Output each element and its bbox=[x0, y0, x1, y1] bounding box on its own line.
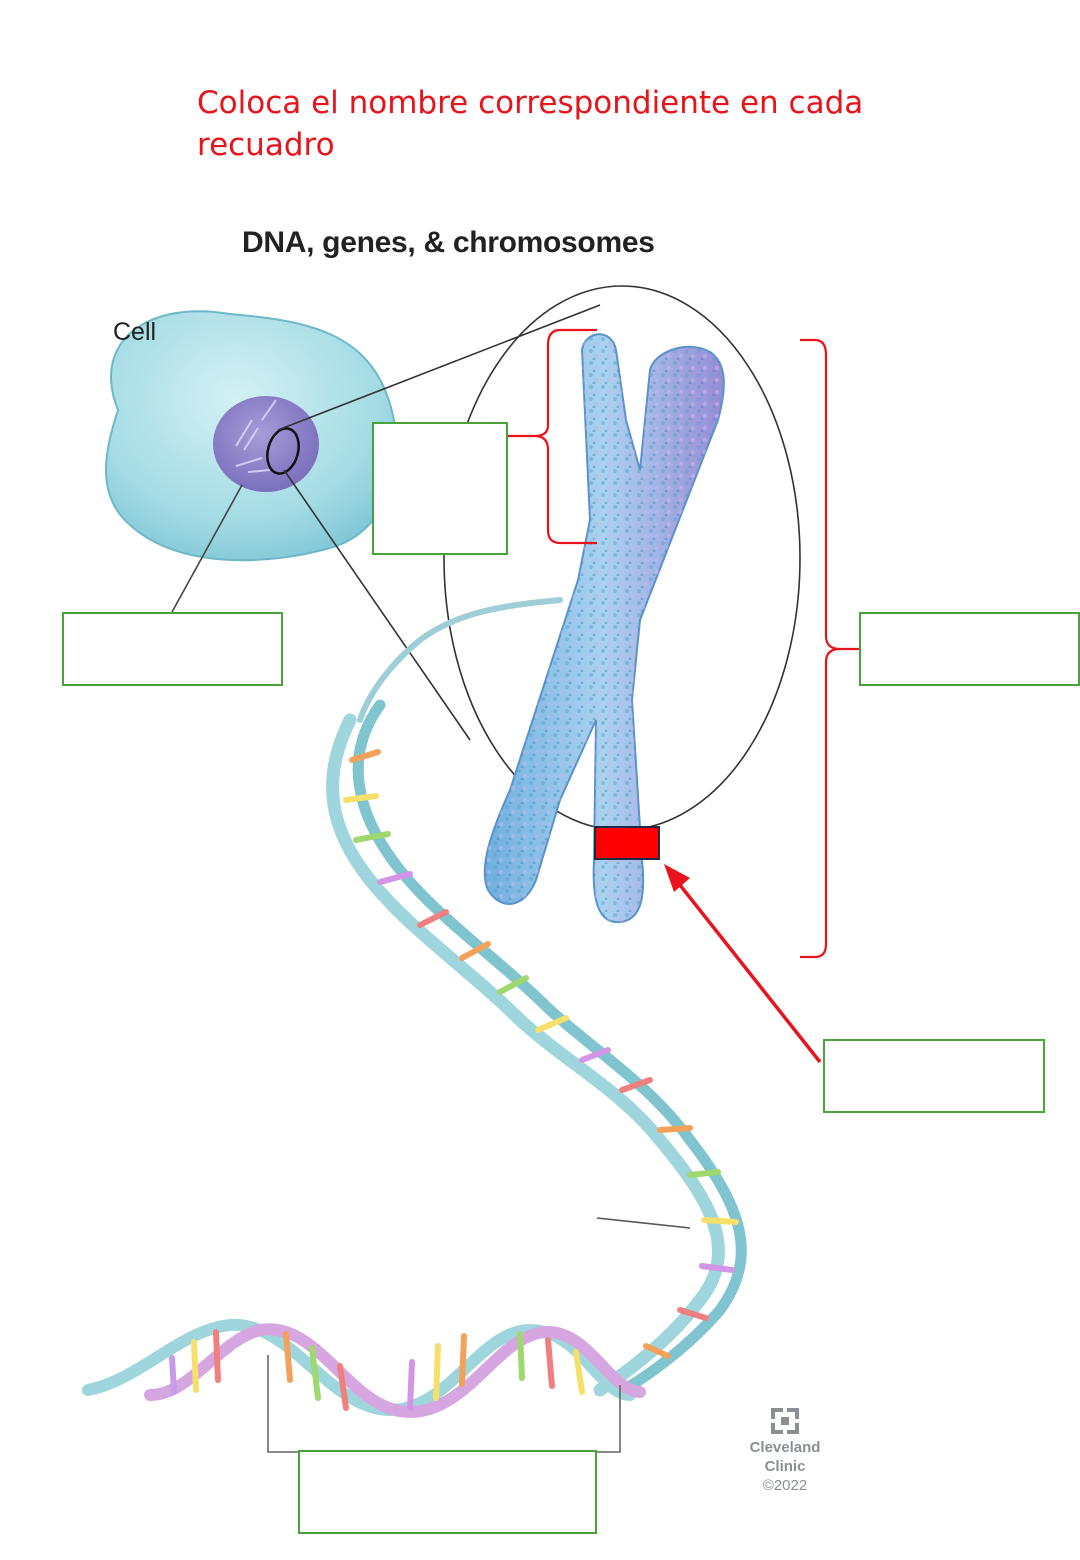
cell-illustration bbox=[105, 310, 398, 562]
credit-org-line-1: Cleveland bbox=[749, 1439, 821, 1456]
instruction-text: Coloca el nombre correspondiente en cada… bbox=[197, 82, 897, 166]
chromosome-bracket bbox=[800, 338, 860, 959]
dna-double-helix bbox=[82, 597, 747, 1419]
credit-year: ©2022 bbox=[762, 1477, 808, 1494]
cell-label: Cell bbox=[113, 318, 157, 346]
centromere-arrow bbox=[664, 864, 822, 1064]
centromere-answer-box[interactable] bbox=[823, 1039, 1045, 1113]
diagram-title: DNA, genes, & chromosomes bbox=[242, 226, 655, 259]
centromere-marker bbox=[594, 826, 660, 860]
helix-pointer-line bbox=[596, 1217, 691, 1229]
credit-block: Cleveland Clinic ©2022 bbox=[735, 1408, 835, 1495]
nucleus-answer-box[interactable] bbox=[62, 612, 283, 686]
gene-answer-box[interactable] bbox=[298, 1450, 597, 1534]
credit-org-line-2: Clinic bbox=[764, 1458, 806, 1475]
chromosome-answer-box[interactable] bbox=[859, 612, 1080, 686]
nucleus-pointer-line bbox=[171, 484, 243, 613]
instruction-line-1: Coloca el nombre correspondiente en cada bbox=[197, 85, 864, 121]
chromatid-answer-box[interactable] bbox=[372, 422, 508, 555]
instruction-line-2: recuadro bbox=[197, 127, 335, 163]
cleveland-clinic-logo-icon bbox=[771, 1408, 799, 1434]
chromatid-bracket bbox=[508, 328, 597, 545]
chromosome-illustration bbox=[483, 333, 725, 924]
